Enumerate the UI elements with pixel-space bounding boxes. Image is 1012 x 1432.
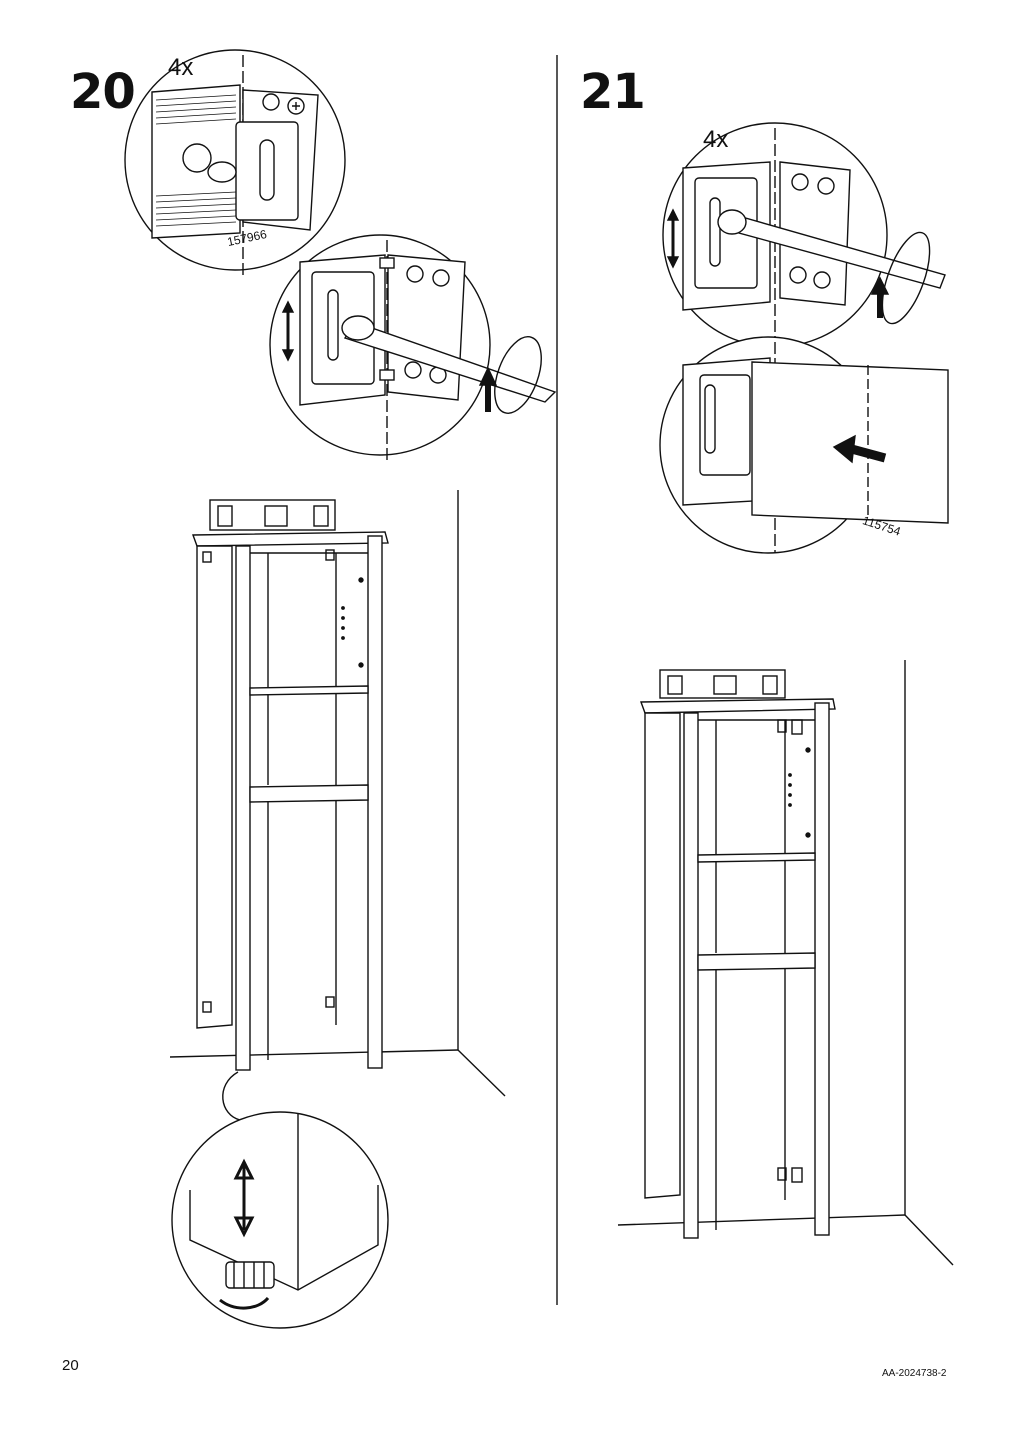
step-20-detail-screwdriver-adjust (269, 234, 557, 460)
step-21-cabinet-with-door (617, 660, 954, 1266)
step-21-detail-screwdriver-adjust (662, 122, 946, 350)
step-number: 21 (580, 64, 646, 120)
step-20-detail-hinge-bracket (124, 49, 346, 275)
quantity-label: 4x (168, 54, 194, 81)
step-number: 20 (70, 64, 136, 120)
step-20-cabinet-frame (169, 490, 506, 1097)
quantity-label: 4x (703, 126, 729, 153)
page-number: 20 (62, 1357, 79, 1374)
step-21-detail-attach-door (659, 336, 949, 554)
step-20-detail-adjustable-foot (171, 1071, 389, 1329)
document-id: AA-2024738-2 (882, 1368, 947, 1379)
